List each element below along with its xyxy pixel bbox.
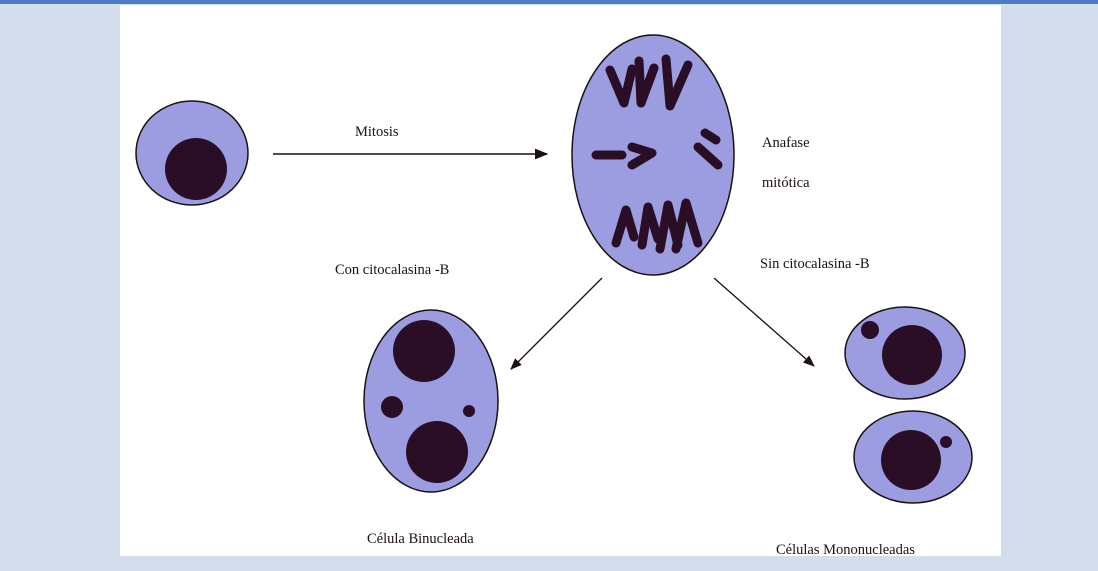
binucleate-label: Célula Binucleada: [367, 531, 474, 547]
binucleate-cell: [364, 310, 498, 492]
nucleus: [393, 320, 455, 382]
diagram-panel: Mitosis Anafase mitótica Con citocal: [120, 5, 1001, 556]
no-cytochalasin-arrow: [714, 278, 814, 366]
micronucleus: [381, 396, 403, 418]
chromosome: [705, 133, 716, 140]
mononucleate-cell-top: [845, 307, 965, 399]
cytokinesis-block-diagram: Mitosis Anafase mitótica Con citocal: [120, 5, 1001, 556]
micronucleus: [861, 321, 879, 339]
parent-cell-nucleus: [165, 138, 227, 200]
mononucleate-label: Células Mononucleadas: [776, 542, 915, 556]
top-rule: [0, 0, 1098, 4]
parent-cell: [136, 101, 248, 205]
mononucleate-cell-bottom: [854, 411, 972, 503]
micronucleus: [940, 436, 952, 448]
micronucleus: [463, 405, 475, 417]
nucleus: [882, 325, 942, 385]
nucleus: [881, 430, 941, 490]
cytochalasin-arrow: [511, 278, 602, 369]
with-cytochalasin-label: Con citocalasina -B: [335, 262, 449, 278]
anaphase-label-line-1: Anafase: [762, 135, 810, 151]
without-cytochalasin-label: Sin citocalasina -B: [760, 256, 870, 272]
anaphase-label-line-2: mitótica: [762, 175, 810, 191]
mitosis-label: Mitosis: [355, 124, 399, 140]
anaphase-cell: [572, 35, 734, 275]
nucleus: [406, 421, 468, 483]
